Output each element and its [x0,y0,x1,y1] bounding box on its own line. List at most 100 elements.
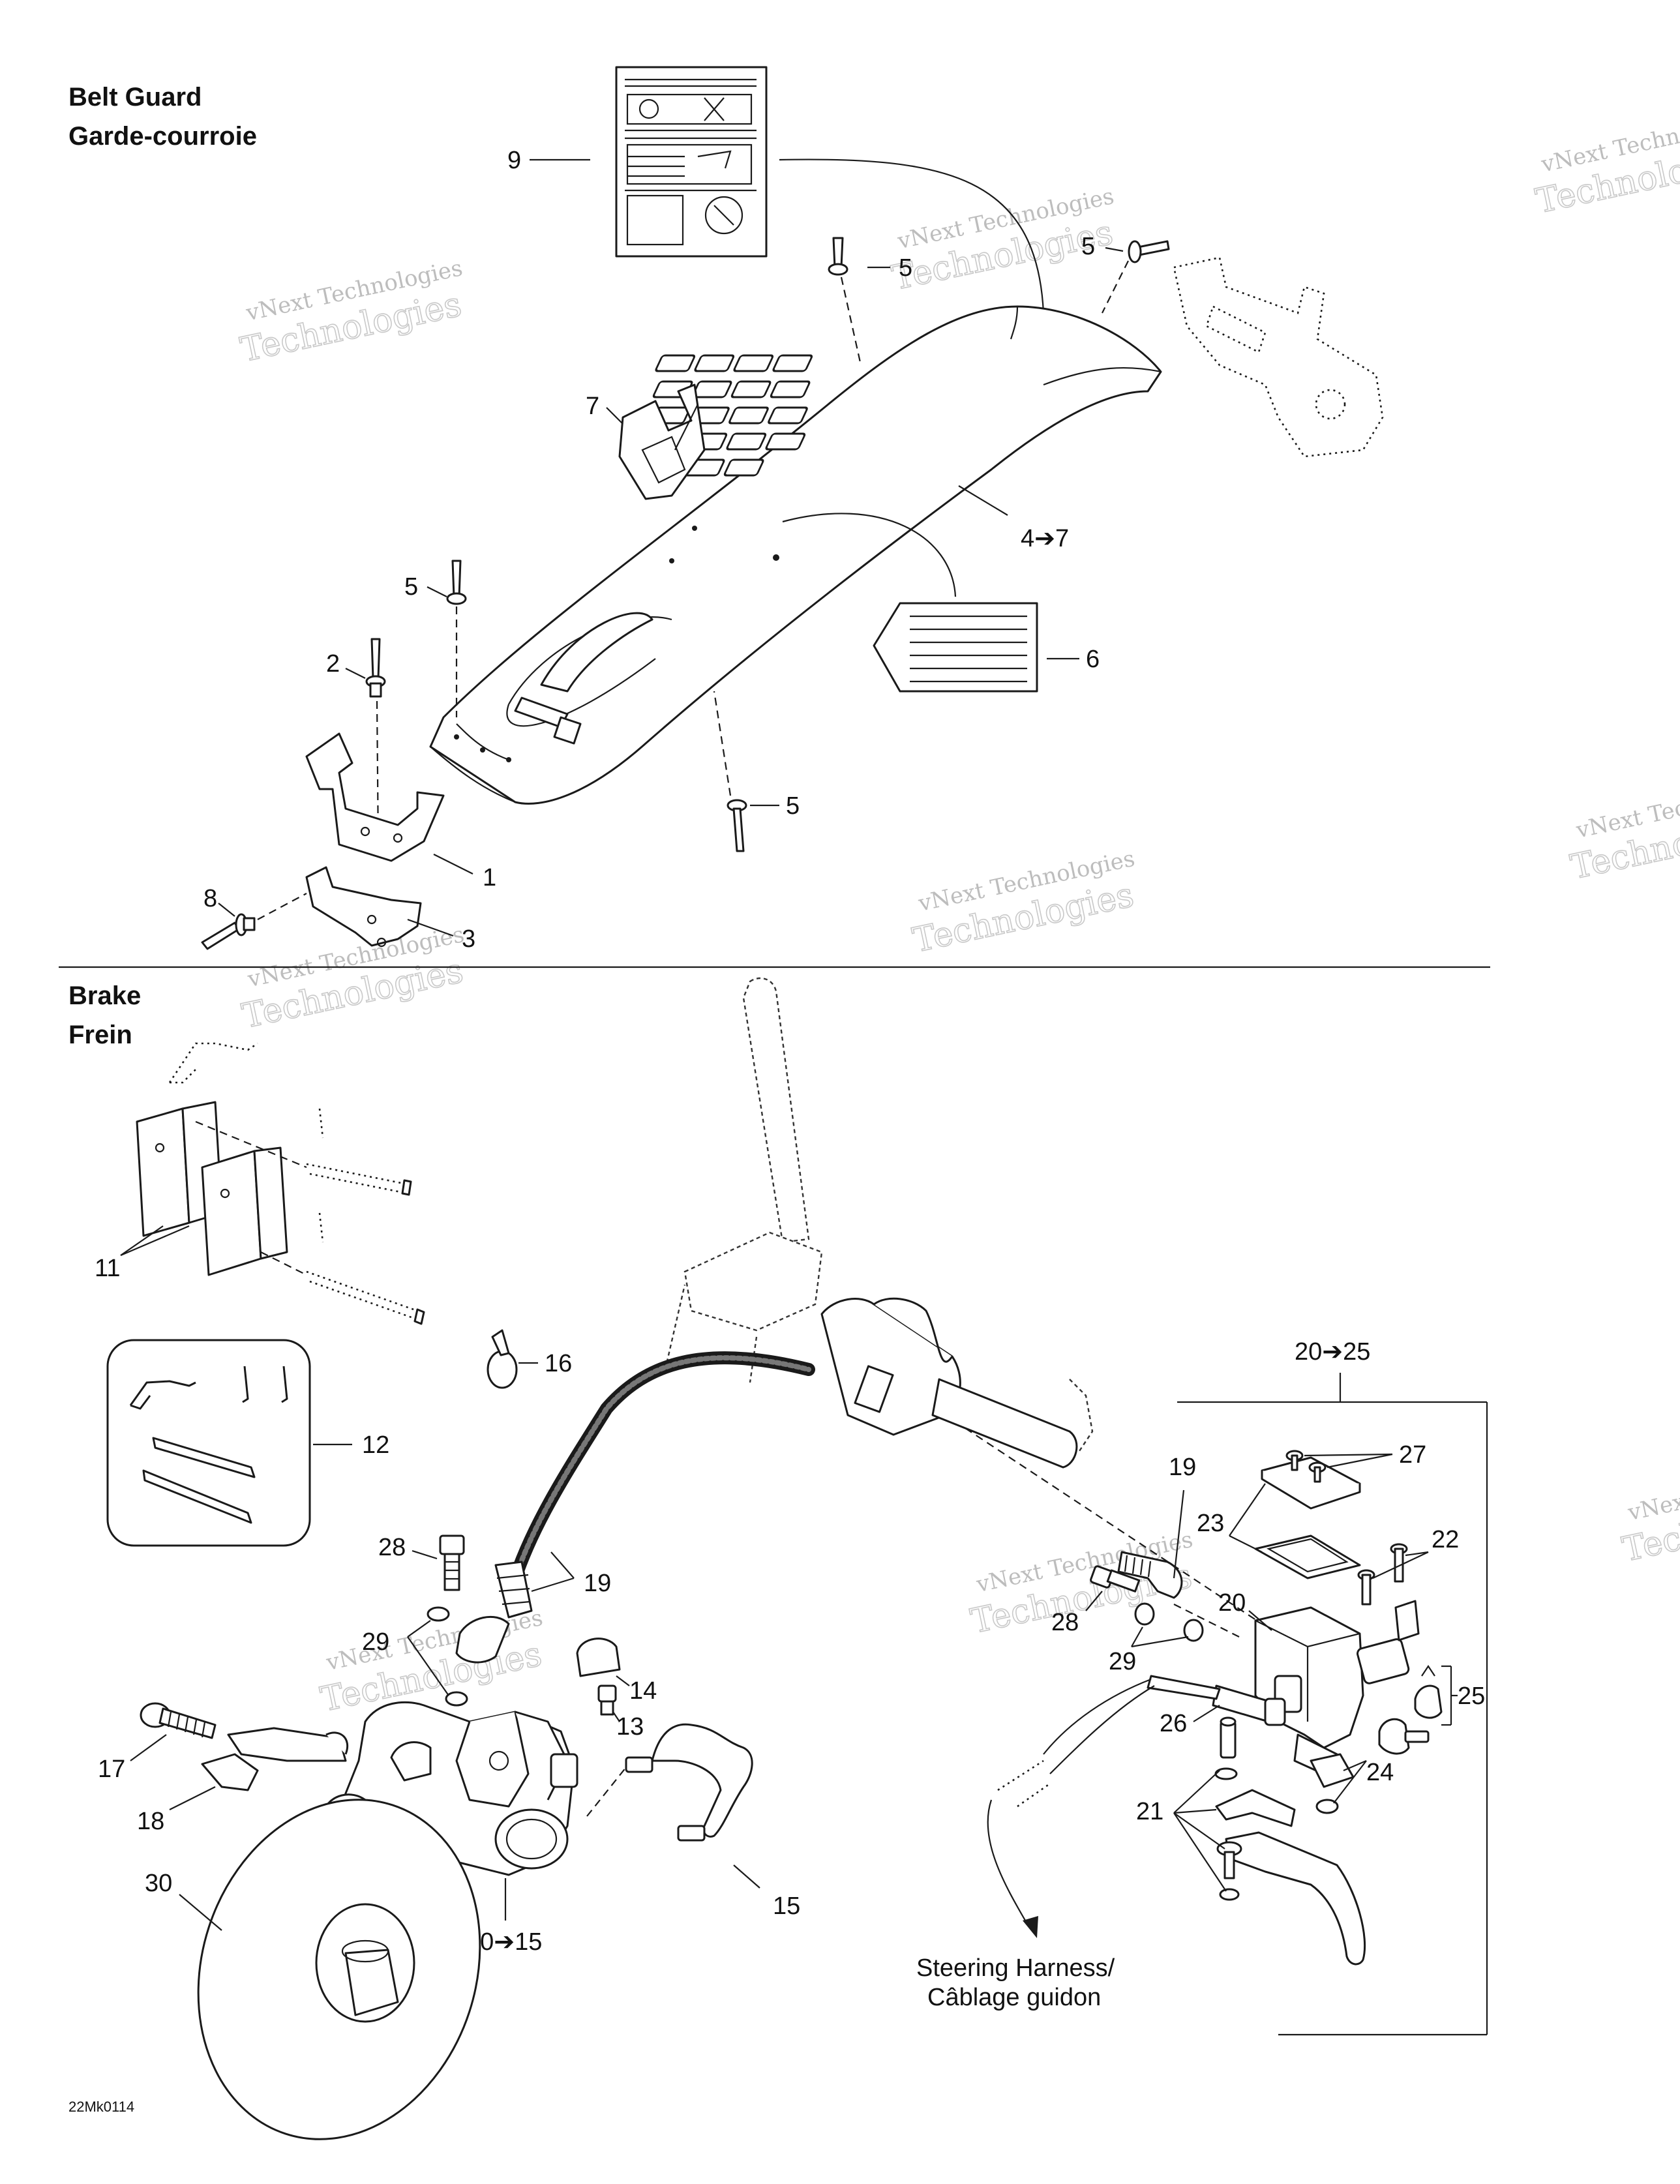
part-28-banjo-bolt-right [1090,1565,1141,1593]
callout-20: 20 [1218,1589,1246,1617]
leader-28-right [1085,1591,1103,1611]
leader-28-left [412,1549,438,1560]
callout-5-c: 5 [404,573,418,601]
leader-29-right-b [1131,1636,1189,1648]
part-7-clip [618,383,706,500]
callout-14: 14 [629,1677,657,1705]
leader-27-a [1304,1453,1393,1457]
throttle-housing [820,1297,1078,1469]
part-21-brake-lever [1214,1716,1366,1966]
leader-23-a [1229,1483,1266,1536]
callout-13: 13 [616,1713,644,1741]
callout-28-right: 28 [1051,1609,1079,1636]
callout-9: 9 [507,147,521,174]
leader-13 [612,1711,620,1722]
callout-4-7: 4➔7 [1021,525,1069,552]
leader-1 [433,854,473,875]
watermark-line1: vNext Technologies [1625,1455,1680,1527]
part-5-rivet-bottom [727,799,747,852]
callout-19-right: 19 [1169,1454,1196,1481]
callout-1: 1 [483,864,496,891]
brake-title-fr: Frein [68,1021,132,1049]
callout-17: 17 [98,1756,125,1783]
part-28-banjo-bolt-left [439,1534,465,1591]
part-29-washers-left [427,1606,468,1707]
leader-24-b [1333,1760,1367,1804]
switch-wire [1043,1678,1152,1755]
leader-29-right-a [1131,1626,1143,1647]
leader-17 [130,1734,167,1761]
part-12-pin-kit [106,1339,311,1547]
leader-21-c [1173,1812,1225,1849]
leader-23-b [1229,1535,1263,1553]
leader-5-c [427,586,447,597]
callout-29-left: 29 [362,1628,389,1656]
callout-12: 12 [362,1431,389,1459]
callout-20-25: 20➔25 [1295,1338,1370,1366]
leader-21-a [1173,1770,1220,1814]
callout-24: 24 [1366,1759,1394,1786]
leader-9-to-guard [779,158,1045,314]
pad-pins [195,1108,425,1325]
leader-7 [606,407,623,425]
part-22-clamp-screws [1357,1543,1420,1641]
callout-16: 16 [545,1350,572,1377]
steering-harness-note-line1: Steering Harness/ [916,1954,1115,1982]
leader-11-a [120,1225,164,1256]
leader-24-a [1343,1759,1367,1772]
part-3-plate [305,866,422,948]
leader-5-b [1105,247,1124,252]
callout-27: 27 [1399,1441,1426,1469]
callout-25: 25 [1458,1683,1485,1710]
callout-30: 30 [145,1870,172,1897]
callout-2: 2 [326,650,340,678]
part-14-bleeder-cap [576,1638,621,1677]
part-8-rivet [201,913,256,950]
callout-23: 23 [1197,1510,1224,1537]
part-16-cable-tie [487,1329,518,1389]
leader-29-left-a [407,1620,431,1638]
rear-bracket-reference [1173,256,1384,458]
part-29-washers-right [1134,1602,1204,1642]
watermark-group: vNext Technologies Technologies vNext Te… [237,106,1680,1720]
callout-19-left: 19 [584,1570,611,1597]
leader-29-left-b [407,1636,449,1696]
leader-2 [345,668,366,679]
part-5-rivet-top-right [1128,240,1170,263]
part-1-bracket [305,732,445,862]
brake-title-en: Brake [68,981,141,1010]
leader-22-a [1372,1551,1429,1579]
handlebar-reference [664,977,1094,1452]
belt-guard-title-fr: Garde-courroie [68,122,257,151]
callout-5-a: 5 [899,254,912,282]
part-30-brake-disc [197,1799,481,2140]
leader-19-right [1173,1489,1185,1579]
leader-21-b [1173,1808,1217,1814]
leader-22-b [1405,1551,1429,1557]
callout-29-right: 29 [1109,1648,1136,1675]
leader-19-left-a [531,1577,575,1593]
callout-18: 18 [137,1808,164,1835]
leader-6-to-guard [782,513,957,597]
part-11-brake-pads [136,1101,288,1276]
part-19-brake-hose [509,1351,815,1585]
steering-harness-arrow [987,1799,1028,1924]
callout-3: 3 [462,925,475,953]
callout-28-left: 28 [378,1534,406,1561]
callout-5-b: 5 [1081,233,1095,260]
steering-harness-note-line2: Câblage guidon [927,1984,1101,2011]
pad-spring [168,1042,258,1084]
caliper-bracket [227,1727,347,1762]
part-18-clip [201,1753,259,1791]
part-5-rivet-left [446,560,467,605]
part-6-warning-decal [873,602,1038,693]
part-2-rivet [365,638,386,698]
leader-4-7 [958,485,1008,516]
leader-19-left-b [550,1551,575,1579]
leader-27-b [1327,1453,1393,1469]
drawing-code: 22Mk0114 [68,2099,134,2115]
leader-3 [407,918,454,937]
leader-26 [1193,1705,1220,1722]
